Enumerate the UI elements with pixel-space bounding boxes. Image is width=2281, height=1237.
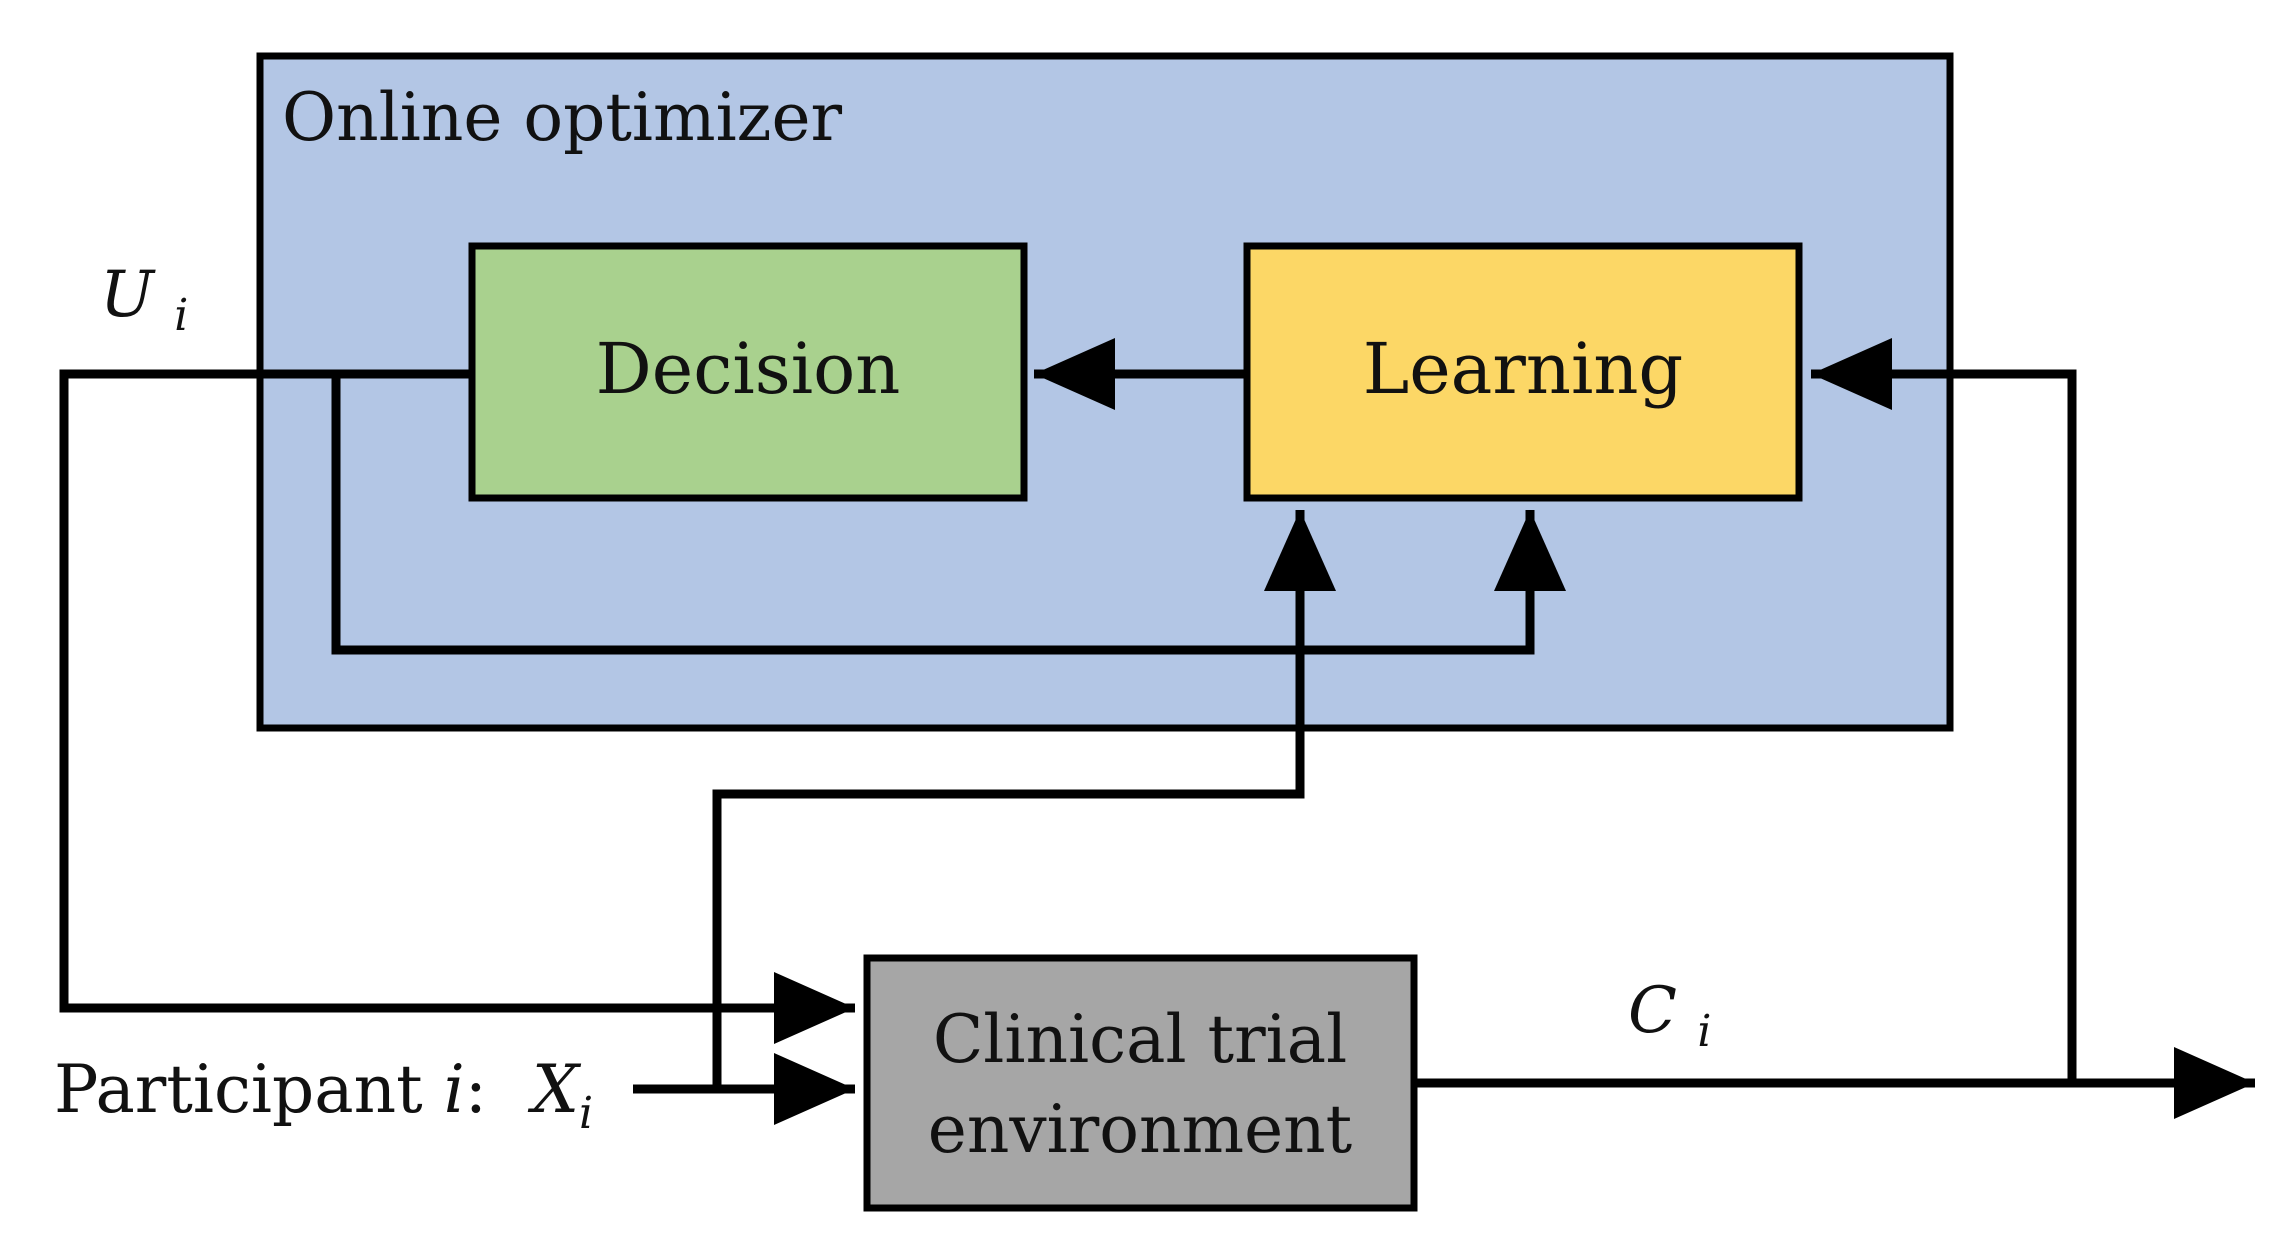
participant-index: i [444,1051,465,1128]
covariate-index: i [579,1088,593,1139]
participant-label: Participant i: Xi [54,1051,593,1139]
learning-box [1243,242,1803,502]
outcome-symbol: C [1628,974,1677,1048]
clinical-trial-environment-box [863,954,1418,1212]
participant-prefix: Participant [54,1051,444,1128]
outcome-label: C i [1628,974,1711,1057]
environment-label-line2: environment [928,1091,1352,1168]
participant-colon: : [465,1051,487,1128]
outcome-to-learning-arrow [1811,338,2077,1083]
online-optimizer-title: Online optimizer [282,79,843,156]
decision-box [468,242,1028,502]
action-to-learning-arrow [331,374,1566,655]
action-index: i [174,290,188,341]
action-label: U i [100,258,188,341]
outcome-index: i [1697,1006,1711,1057]
decision-to-environment-arrow [59,369,855,1044]
covariate-symbol: X [527,1051,582,1128]
learning-label: Learning [1363,328,1683,410]
covariate-to-learning-arrow [712,510,1336,1089]
decision-label: Decision [596,328,901,410]
environment-label-line1: Clinical trial [933,1001,1347,1078]
action-symbol: U [100,258,156,332]
